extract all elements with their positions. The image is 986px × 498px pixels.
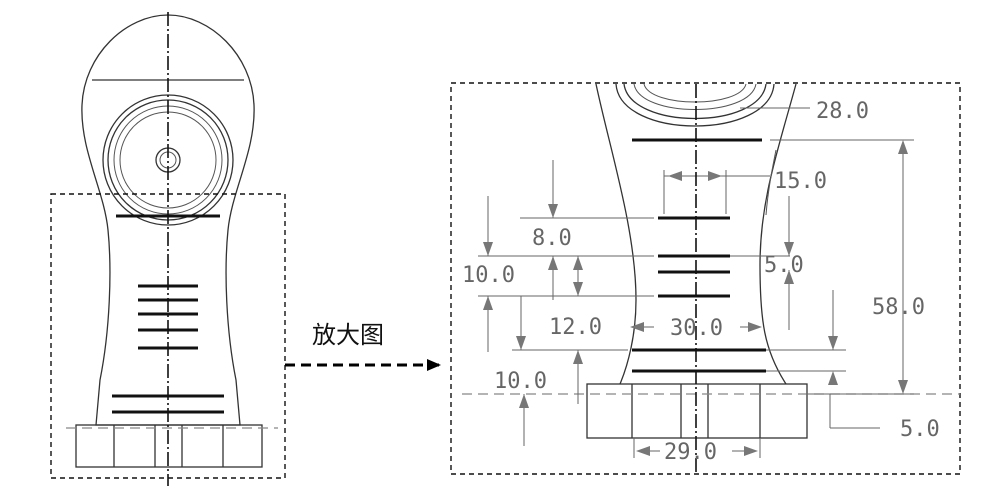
dim-28: 28.0	[816, 99, 869, 124]
full-part-view	[50, 12, 286, 486]
detail-base-block	[586, 383, 808, 439]
dim-10-lower: 10.0	[494, 369, 547, 394]
zoom-label: 放大图	[312, 321, 384, 349]
dim-8: 8.0	[532, 226, 572, 251]
detail-left-profile	[595, 83, 637, 385]
dim-29: 29.0	[664, 440, 717, 465]
dimension-lines	[483, 107, 908, 456]
detail-rib-bars	[632, 138, 766, 373]
detail-region-box	[50, 193, 286, 479]
dimension-labels: 28.0 15.0 8.0 5.0 10.0 58.0 12.0 30.0 10…	[462, 99, 940, 465]
dim-30: 30.0	[670, 316, 723, 341]
zoom-connector: 放大图	[285, 321, 441, 371]
detail-right-inner-profile	[765, 149, 777, 216]
detail-circle-arcs	[615, 83, 775, 127]
dim-5-upper: 5.0	[764, 253, 804, 278]
base-block	[75, 424, 263, 468]
detail-right-profile	[759, 83, 797, 385]
dim-15: 15.0	[774, 169, 827, 194]
dim-5-base: 5.0	[900, 417, 940, 442]
dim-58: 58.0	[872, 295, 925, 320]
detail-view: 28.0 15.0 8.0 5.0 10.0 58.0 12.0 30.0 10…	[450, 82, 961, 475]
dim-12: 12.0	[549, 315, 602, 340]
dim-10-upper: 10.0	[462, 263, 515, 288]
detail-view-frame	[450, 82, 961, 475]
